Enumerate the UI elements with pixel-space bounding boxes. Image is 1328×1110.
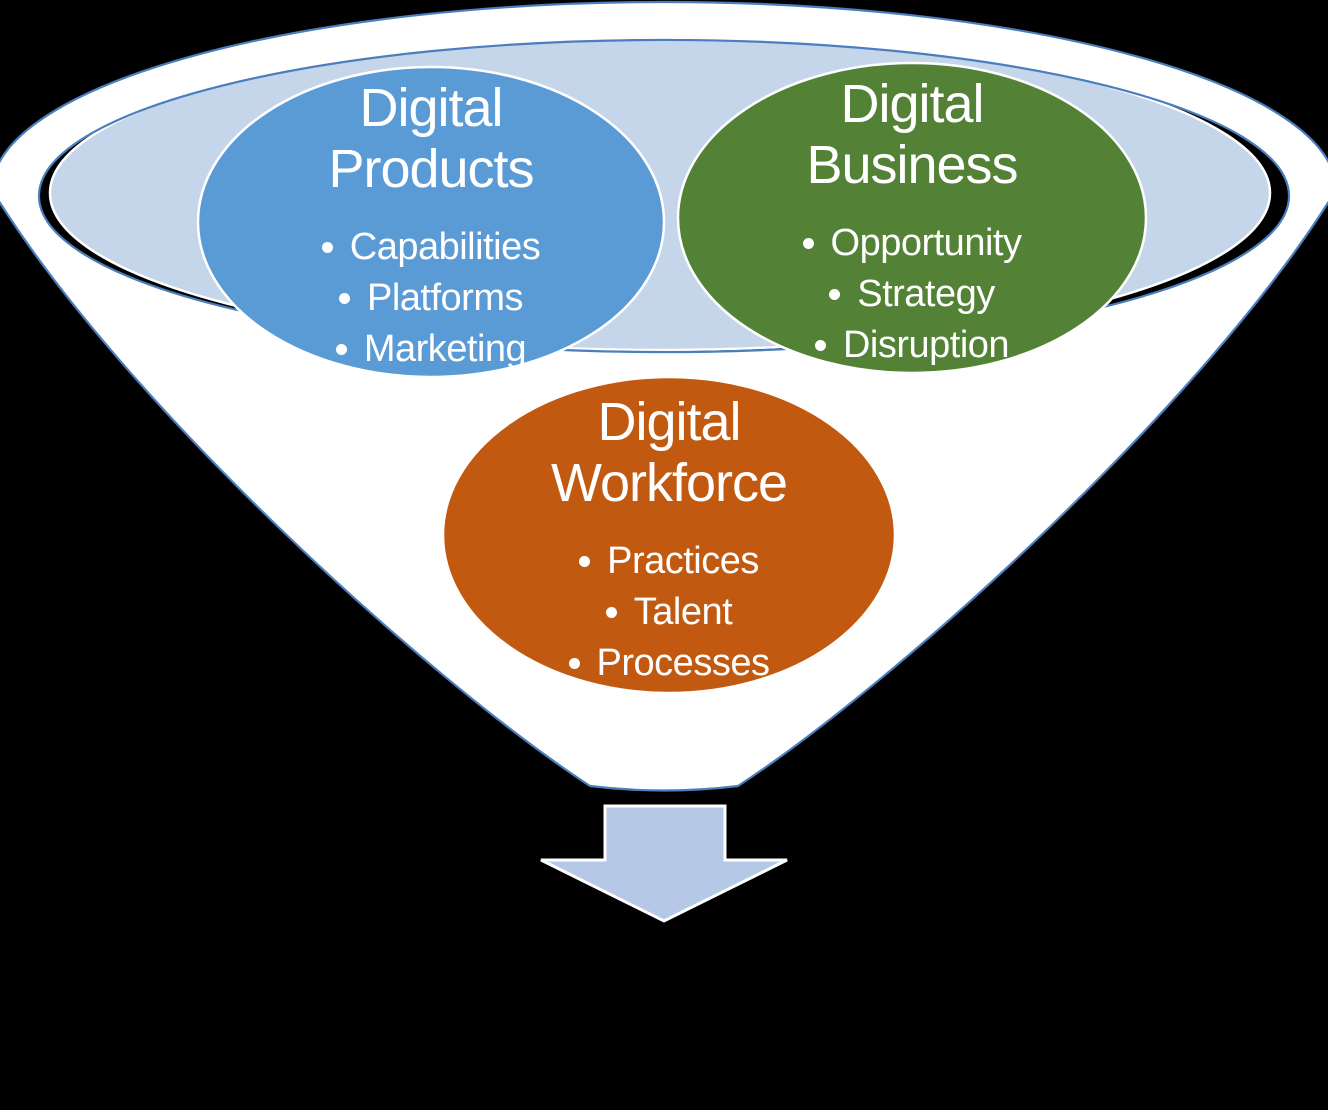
bullet-icon (802, 238, 814, 249)
list-item: Marketing (181, 324, 681, 375)
bullet-label: Opportunity (830, 222, 1022, 264)
bubble-digital-business-bullets: Opportunity Strategy Disruption (662, 218, 1162, 371)
list-item: Disruption (662, 320, 1162, 371)
bullet-icon (829, 289, 841, 300)
list-item: Strategy (662, 269, 1162, 320)
title-line: Digital (359, 78, 503, 138)
bullet-icon (579, 556, 591, 567)
list-item: Platforms (181, 273, 681, 324)
title-line: Digital (597, 392, 741, 452)
bullet-label: Practices (607, 540, 759, 582)
bullet-label: Disruption (842, 324, 1010, 366)
bullet-label: Marketing (363, 328, 527, 370)
bullet-label: Platforms (367, 277, 523, 319)
bullet-icon (339, 293, 350, 304)
bullet-label: Talent (633, 591, 733, 633)
bullet-icon (568, 658, 580, 669)
bullet-icon (814, 340, 826, 351)
bullet-label: Strategy (857, 273, 995, 315)
bullet-icon (335, 344, 347, 355)
list-item: Opportunity (662, 218, 1162, 269)
bullet-icon (321, 242, 333, 253)
title-line: Products (328, 139, 534, 199)
bullet-label: Processes (596, 642, 770, 684)
title-line: Digital (840, 74, 984, 134)
list-item: Capabilities (181, 222, 681, 273)
bubble-digital-products-bullets: Capabilities Platforms Marketing (181, 222, 681, 375)
list-item: Talent (419, 587, 919, 638)
bubble-digital-business-ellipse (676, 61, 1148, 375)
bubble-digital-products-ellipse (196, 65, 666, 379)
down-arrow-icon (540, 804, 788, 923)
title-line: Business (806, 135, 1018, 195)
list-item: Processes (419, 638, 919, 689)
bullet-label: Capabilities (349, 226, 541, 268)
title-line: Workforce (550, 453, 788, 513)
bubble-digital-workforce-bullets: Practices Talent Processes (419, 536, 919, 689)
bubble-digital-workforce-ellipse (441, 375, 897, 695)
bullet-icon (605, 607, 617, 618)
list-item: Practices (419, 536, 919, 587)
